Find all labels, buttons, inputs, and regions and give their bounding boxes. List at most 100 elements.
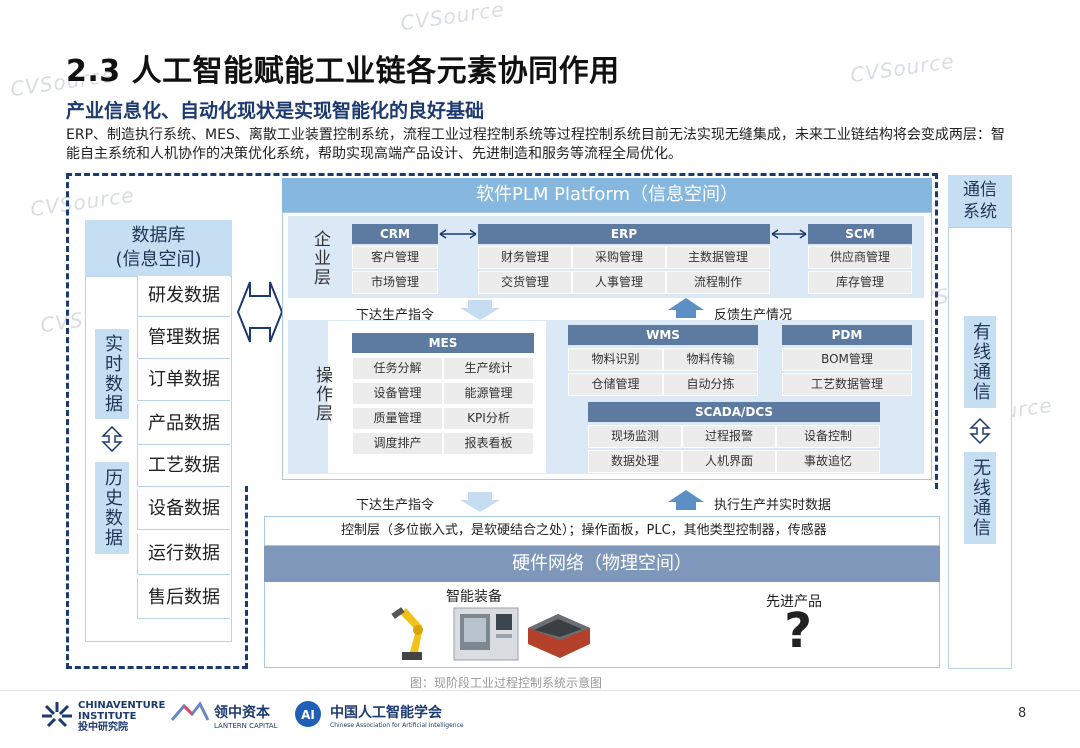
- scada-cell: 数据处理: [588, 450, 682, 473]
- plm-header: 软件PLM Platform（信息空间）: [282, 178, 932, 212]
- database-title-line2: (信息空间): [115, 249, 202, 270]
- db-item-product: 产品数据: [137, 404, 230, 445]
- scm-cell: 供应商管理: [808, 246, 912, 269]
- scada-cell: 现场监测: [588, 425, 682, 448]
- swap-arrow-icon: [99, 425, 125, 453]
- lantern-name: 领中资本 LANTERN CAPITAL: [214, 702, 278, 730]
- chinaventure-line3: 投中研究院: [78, 722, 128, 733]
- up-arrow-icon-2: [668, 490, 704, 510]
- figure-caption: 图：现阶段工业过程控制系统示意图: [410, 676, 603, 690]
- comm-header: 通信系统: [948, 175, 1012, 227]
- scm-cell: 库存管理: [808, 271, 912, 294]
- wired-comm-label: 有线通信: [964, 316, 996, 408]
- pdm-header: PDM: [782, 325, 912, 345]
- scada-cell: 设备控制: [776, 425, 880, 448]
- realtime-data-label: 实时数据: [95, 329, 129, 419]
- scm-header: SCM: [808, 224, 912, 244]
- mes-cell: 设备管理: [352, 382, 443, 405]
- caai-logo-icon: AI: [292, 700, 324, 728]
- control-layer-row: 控制层（多位嵌入式，是软硬结合之处）；操作面板，PLC，其他类型控制器，传感器: [264, 516, 940, 546]
- comm-body: [948, 227, 1012, 669]
- comm-title: 通信系统: [963, 180, 997, 222]
- wms-cell: 自动分拣: [663, 373, 758, 396]
- advanced-product-label: 先进产品: [766, 594, 822, 610]
- caai-name: 中国人工智能学会 Chinese Association for Artific…: [330, 702, 464, 729]
- mes-cell: 能源管理: [443, 382, 534, 405]
- pdm-cell: BOM管理: [782, 348, 912, 371]
- watermark: CVSource: [398, 0, 506, 36]
- lantern-logo-icon: [170, 700, 210, 726]
- operation-layer-label: 操作层: [312, 366, 332, 423]
- database-header: 数据库 (信息空间): [85, 220, 232, 276]
- operation-mid-tint: [546, 320, 924, 474]
- db-item-mgmt: 管理数据: [137, 318, 230, 359]
- up-arrow-icon: [668, 298, 704, 318]
- erp-cell: 交货管理: [478, 271, 572, 294]
- page-subtitle: 产业信息化、自动化现状是实现智能化的良好基础: [66, 100, 485, 122]
- db-item-process: 工艺数据: [137, 446, 230, 487]
- page-number: 8: [1018, 706, 1027, 721]
- scada-cell: 人机界面: [682, 450, 776, 473]
- mes-cell: 生产统计: [443, 357, 534, 380]
- dashed-outline-bottom: [66, 486, 248, 669]
- cnc-machine-image: [452, 604, 520, 662]
- erp-cell: 流程制作: [666, 271, 770, 294]
- feedback-label: 反馈生产情况: [714, 308, 793, 323]
- pdm-cell: 工艺数据管理: [782, 373, 912, 396]
- smart-equipment-label: 智能装备: [446, 589, 502, 605]
- db-item-aftersales: 售后数据: [137, 578, 230, 619]
- footer-rule: [0, 690, 1080, 691]
- wms-cell: 物料识别: [568, 348, 663, 371]
- enterprise-layer-label: 企业层: [310, 230, 330, 287]
- erp-cell: 主数据管理: [666, 246, 770, 269]
- crm-header: CRM: [352, 224, 438, 244]
- erp-cell: 采购管理: [572, 246, 666, 269]
- mes-cell: 调度排产: [352, 432, 443, 455]
- mes-cell: 质量管理: [352, 407, 443, 430]
- robot-arm-image: [388, 604, 444, 662]
- database-title-line1: 数据库: [131, 225, 186, 246]
- wms-header: WMS: [568, 325, 758, 345]
- device-image: [524, 606, 592, 660]
- lantern-cn: 领中资本: [214, 705, 270, 721]
- wireless-comm-label: 无线通信: [964, 452, 996, 544]
- scada-cell: 过程报警: [682, 425, 776, 448]
- chinaventure-line1: CHINAVENTURE: [78, 700, 166, 711]
- down-arrow-icon: [460, 300, 500, 320]
- db-item-equipment: 设备数据: [137, 489, 230, 530]
- hardware-header: 硬件网络（物理空间）: [264, 546, 940, 582]
- wms-cell: 仓储管理: [568, 373, 663, 396]
- arrow-erp-scm-icon: [770, 226, 808, 242]
- arrow-crm-erp-icon: [438, 226, 478, 242]
- chinaventure-name: CHINAVENTURE INSTITUTE 投中研究院: [78, 700, 165, 733]
- db-item-rd: 研发数据: [137, 276, 230, 317]
- mes-cell: KPI分析: [443, 407, 534, 430]
- erp-header: ERP: [478, 224, 770, 244]
- mes-cell: 报表看板: [443, 432, 534, 455]
- crm-cell: 客户管理: [352, 246, 438, 269]
- mes-cell: 任务分解: [352, 357, 443, 380]
- mes-header: MES: [352, 333, 534, 353]
- svg-text:AI: AI: [301, 708, 315, 722]
- caai-en: Chinese Association for Artificial Intel…: [330, 722, 464, 729]
- chinaventure-logo-icon: [40, 700, 74, 730]
- issue-order-label: 下达生产指令: [356, 308, 435, 323]
- bidirectional-arrow-icon: [236, 272, 284, 352]
- execute-label: 执行生产并实时数据: [714, 498, 832, 513]
- hardware-body: [264, 582, 940, 668]
- db-item-order: 订单数据: [137, 360, 230, 401]
- chinaventure-line2: INSTITUTE: [78, 711, 137, 722]
- erp-cell: 财务管理: [478, 246, 572, 269]
- question-mark-icon: ?: [784, 603, 812, 659]
- down-arrow-icon-2: [460, 492, 500, 512]
- caai-cn: 中国人工智能学会: [330, 705, 442, 721]
- db-item-operation: 运行数据: [137, 534, 230, 575]
- swap-arrow-icon: [967, 417, 993, 445]
- history-data-label: 历史数据: [95, 462, 129, 554]
- scada-cell: 事故追忆: [776, 450, 880, 473]
- watermark: CVSource: [848, 48, 956, 88]
- lantern-en: LANTERN CAPITAL: [214, 722, 278, 730]
- dashed-outline-top: [66, 173, 938, 489]
- wms-cell: 物料传输: [663, 348, 758, 371]
- erp-cell: 人事管理: [572, 271, 666, 294]
